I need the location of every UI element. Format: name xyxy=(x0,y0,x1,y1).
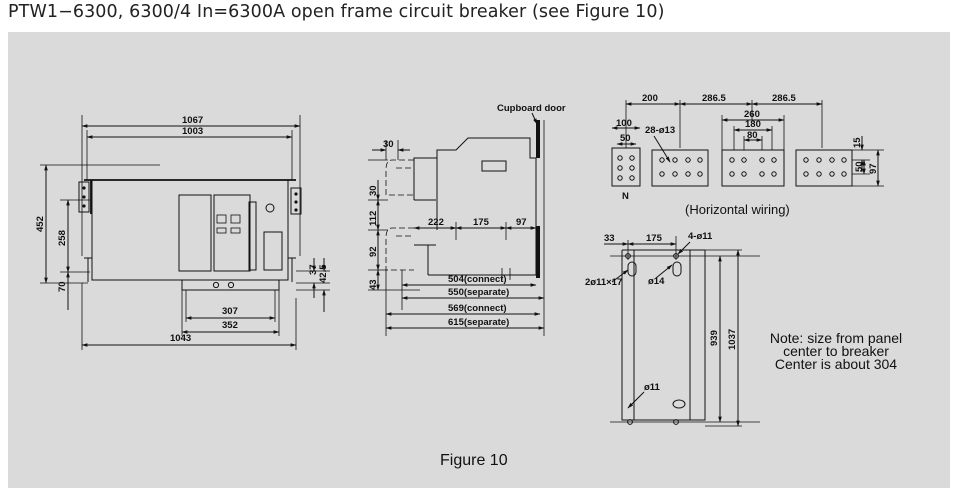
dim-42-5: 42.5 xyxy=(318,264,329,283)
dim-37: 37 xyxy=(308,264,319,275)
dim-175-cutout: 175 xyxy=(646,233,663,244)
dim-260: 260 xyxy=(744,109,760,120)
dim-452: 452 xyxy=(35,216,46,232)
terminal-layout: 200 286.5 286.5 100 50 N 28-ø13 xyxy=(611,93,884,217)
dim-1003: 1003 xyxy=(182,126,203,137)
note-line-1: Note: size from panel xyxy=(770,330,902,346)
note-line-3: Center is about 304 xyxy=(775,356,897,372)
dim-258: 258 xyxy=(57,230,68,246)
dim-200: 200 xyxy=(642,93,658,104)
note-line-2: center to breaker xyxy=(783,343,889,359)
dim-slot: 2ø11×17 xyxy=(585,277,622,288)
dim-4-holes: 4-ø11 xyxy=(688,231,713,242)
dim-43: 43 xyxy=(368,279,379,290)
n-holes xyxy=(617,155,635,181)
dim-1043: 1043 xyxy=(170,333,191,344)
dim-222: 222 xyxy=(428,217,444,228)
block-2-holes xyxy=(659,157,703,177)
panel-cutout: 33 175 4-ø11 2ø11×17 ø14 ø11 939 1037 xyxy=(585,231,760,427)
label-n: N xyxy=(622,191,629,202)
dim-569: 569(connect) xyxy=(448,303,507,314)
dim-97-right: 97 xyxy=(868,163,879,174)
dim-307: 307 xyxy=(222,306,238,317)
dim-550: 550(separate) xyxy=(448,287,509,298)
dim-14: ø14 xyxy=(648,276,665,287)
dim-30-side: 30 xyxy=(368,185,379,196)
dim-175: 175 xyxy=(473,217,490,228)
dim-92: 92 xyxy=(368,246,379,257)
dim-1037: 1037 xyxy=(727,329,738,350)
dim-97: 97 xyxy=(516,217,527,228)
dim-180: 180 xyxy=(745,119,761,130)
dim-286-5-b: 286.5 xyxy=(772,93,796,104)
dim-28-holes: 28-ø13 xyxy=(645,125,675,136)
dim-30-top: 30 xyxy=(383,139,394,150)
dim-80: 80 xyxy=(747,130,758,141)
dim-100: 100 xyxy=(616,118,632,129)
block-4-holes xyxy=(803,157,847,177)
dim-939: 939 xyxy=(709,330,720,346)
front-view: 1067 1003 452 258 70 xyxy=(35,115,330,350)
dim-11: ø11 xyxy=(644,382,661,393)
dim-615: 615(separate) xyxy=(448,317,509,328)
dim-15: 15 xyxy=(852,137,863,148)
dim-33: 33 xyxy=(604,233,615,244)
figure-caption: Figure 10 xyxy=(440,452,508,469)
page-title: PTW1−6300, 6300/4 In=6300A open frame ci… xyxy=(8,2,665,22)
dim-352: 352 xyxy=(222,320,238,331)
label-horizontal-wiring: (Horizontal wiring) xyxy=(685,202,790,217)
dim-1067: 1067 xyxy=(182,115,203,126)
dim-50-right: 50 xyxy=(854,161,865,172)
dim-286-5-a: 286.5 xyxy=(702,93,726,104)
side-view: Cupboard door 30 30 112 92 xyxy=(368,103,566,336)
dim-50-n: 50 xyxy=(620,133,631,144)
drawing-panel xyxy=(8,32,950,488)
label-cupboard-door: Cupboard door xyxy=(497,103,566,114)
dim-504: 504(connect) xyxy=(448,274,507,285)
dim-70: 70 xyxy=(57,281,68,292)
block-3-holes xyxy=(729,157,777,177)
dim-112: 112 xyxy=(368,211,379,226)
